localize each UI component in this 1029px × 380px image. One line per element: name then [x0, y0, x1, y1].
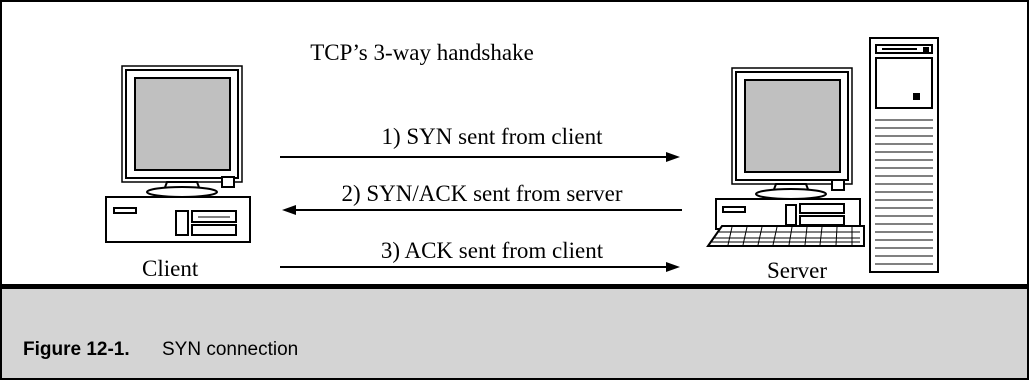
caption-divider: [2, 284, 1027, 289]
server-computer-icon: [706, 37, 939, 273]
caption-panel: [2, 289, 1027, 378]
diagram-title: TCP’s 3-way handshake: [310, 40, 534, 65]
server-label: Server: [767, 258, 828, 283]
diagram-canvas: [105, 37, 939, 273]
message-label-syn-ack: 2) SYN/ACK sent from server: [341, 181, 623, 206]
figure-caption: SYN connection: [162, 339, 299, 360]
message-label-ack: 3) ACK sent from client: [380, 238, 604, 263]
client-label: Client: [142, 256, 199, 281]
arrow-ack: [280, 262, 680, 272]
message-label-syn: 1) SYN sent from client: [381, 124, 603, 149]
arrow-syn: [280, 152, 680, 162]
figure-number: Figure 12-1.: [23, 339, 130, 360]
diagram-panel: TCP’s 3-way handshake 1) SYN sent from c…: [2, 2, 1027, 284]
arrow-syn-ack: [282, 205, 682, 215]
client-computer-icon: [105, 65, 251, 243]
